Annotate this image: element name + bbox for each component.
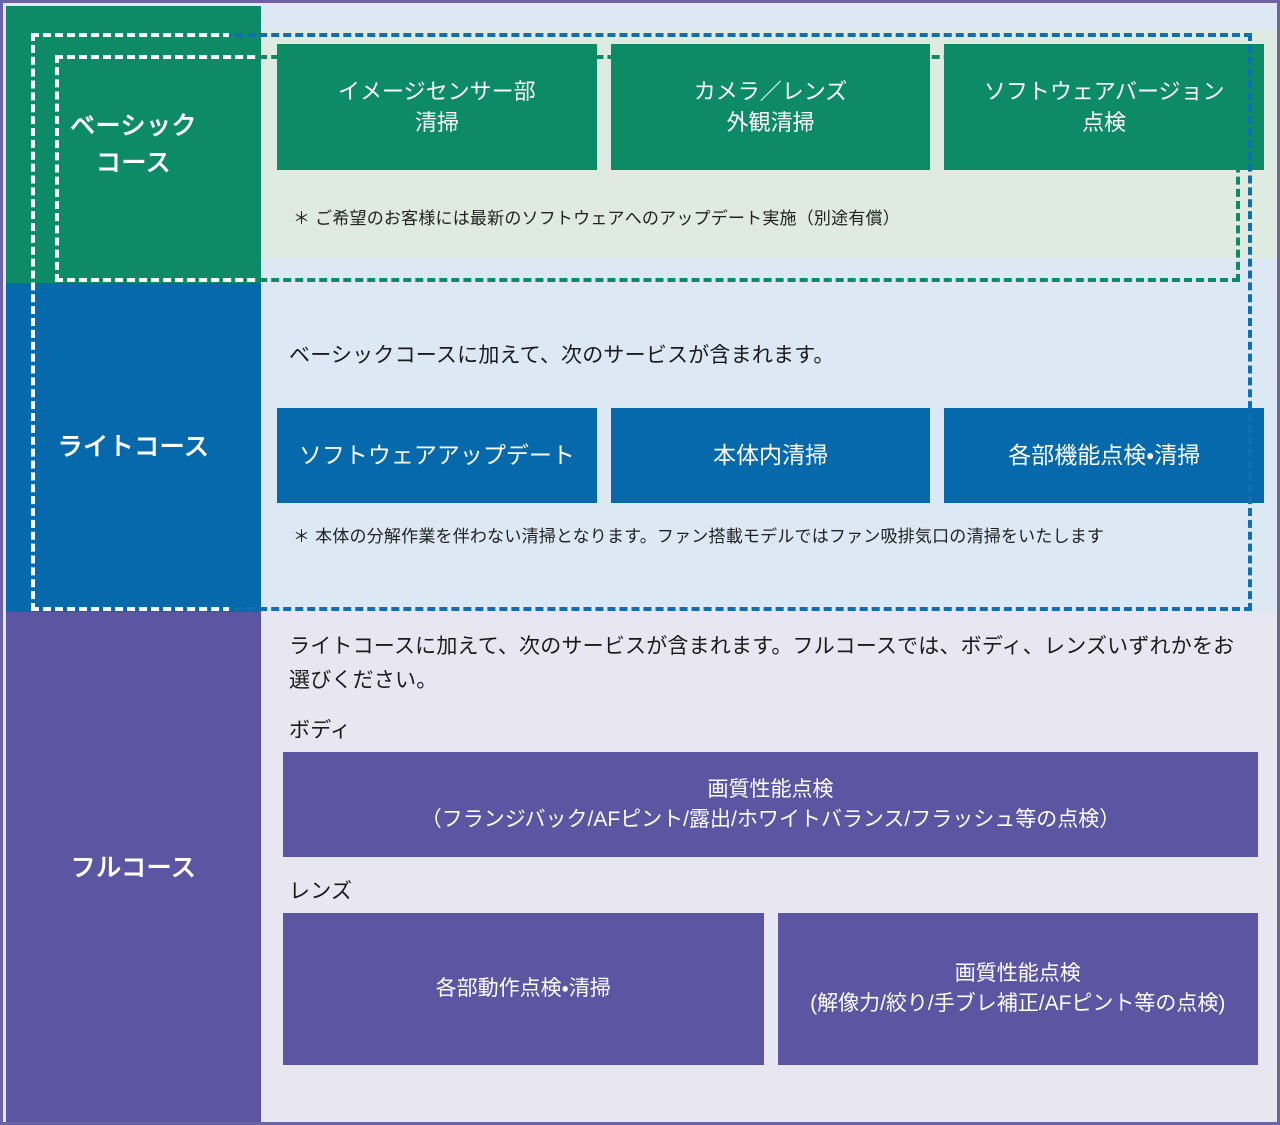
light-service-boxes: ソフトウェアアップデート 本体内清掃 各部機能点検・清掃 xyxy=(277,408,1265,503)
course-label-light: ライトコース xyxy=(6,283,261,612)
service-box[interactable]: イメージセンサー部清掃 xyxy=(277,44,597,170)
course-row-light: ライトコース ベーシックコースに加えて、次のサービスが含まれます。 ソフトウェア… xyxy=(6,283,1277,612)
basic-service-boxes: イメージセンサー部清掃 カメラ／レンズ外観清掃 ソフトウェアバージョン点検 xyxy=(277,44,1265,170)
basic-note: ＊ ご希望のお客様には最新のソフトウェアへのアップデート実施（別途有償） xyxy=(293,209,900,228)
course-row-full: フルコース ライトコースに加えて、次のサービスが含まれます。フルコースでは、ボデ… xyxy=(6,612,1277,1122)
service-box[interactable]: 画質性能点検（フランジバック/AFピント/露出/ホワイトバランス/フラッシュ等の… xyxy=(283,752,1258,858)
course-row-basic: ベーシックコース イメージセンサー部清掃 カメラ／レンズ外観清掃 ソフトウェアバ… xyxy=(6,6,1277,283)
service-box[interactable]: 画質性能点検(解像力/絞り/手ブレ補正/AFピント等の点検) xyxy=(777,913,1258,1066)
full-lens-service-boxes: 各部動作点検・清掃 画質性能点検(解像力/絞り/手ブレ補正/AFピント等の点検) xyxy=(283,913,1258,1066)
full-body-heading: ボディ xyxy=(289,719,352,743)
course-content-basic: イメージセンサー部清掃 カメラ／レンズ外観清掃 ソフトウェアバージョン点検 ＊ … xyxy=(261,6,1277,283)
course-content-light: ベーシックコースに加えて、次のサービスが含まれます。 ソフトウェアアップデート … xyxy=(261,283,1277,612)
service-box[interactable]: 各部動作点検・清掃 xyxy=(283,913,764,1066)
light-lead-text: ベーシックコースに加えて、次のサービスが含まれます。 xyxy=(289,344,835,367)
service-box[interactable]: カメラ／レンズ外観清掃 xyxy=(610,44,931,170)
course-label-basic: ベーシックコース xyxy=(6,6,261,283)
service-box[interactable]: ソフトウェアバージョン点検 xyxy=(944,44,1265,170)
service-box[interactable]: 本体内清掃 xyxy=(610,408,931,503)
course-label-full: フルコース xyxy=(70,854,197,883)
full-lens-heading: レンズ xyxy=(289,880,353,904)
full-lead-text: ライトコースに加えて、次のサービスが含まれます。フルコースでは、ボディ、レンズい… xyxy=(289,635,1235,693)
full-body-service-boxes: 画質性能点検（フランジバック/AFピント/露出/ホワイトバランス/フラッシュ等の… xyxy=(283,752,1258,875)
course-content-full: ライトコースに加えて、次のサービスが含まれます。フルコースでは、ボディ、レンズい… xyxy=(261,612,1277,1122)
light-note: ＊ 本体の分解作業を伴わない清掃となります。ファン搭載モデルではファン吸排気口の… xyxy=(293,527,1105,546)
service-box[interactable]: ソフトウェアアップデート xyxy=(277,408,597,503)
service-box[interactable]: 各部機能点検・清掃 xyxy=(944,408,1265,503)
